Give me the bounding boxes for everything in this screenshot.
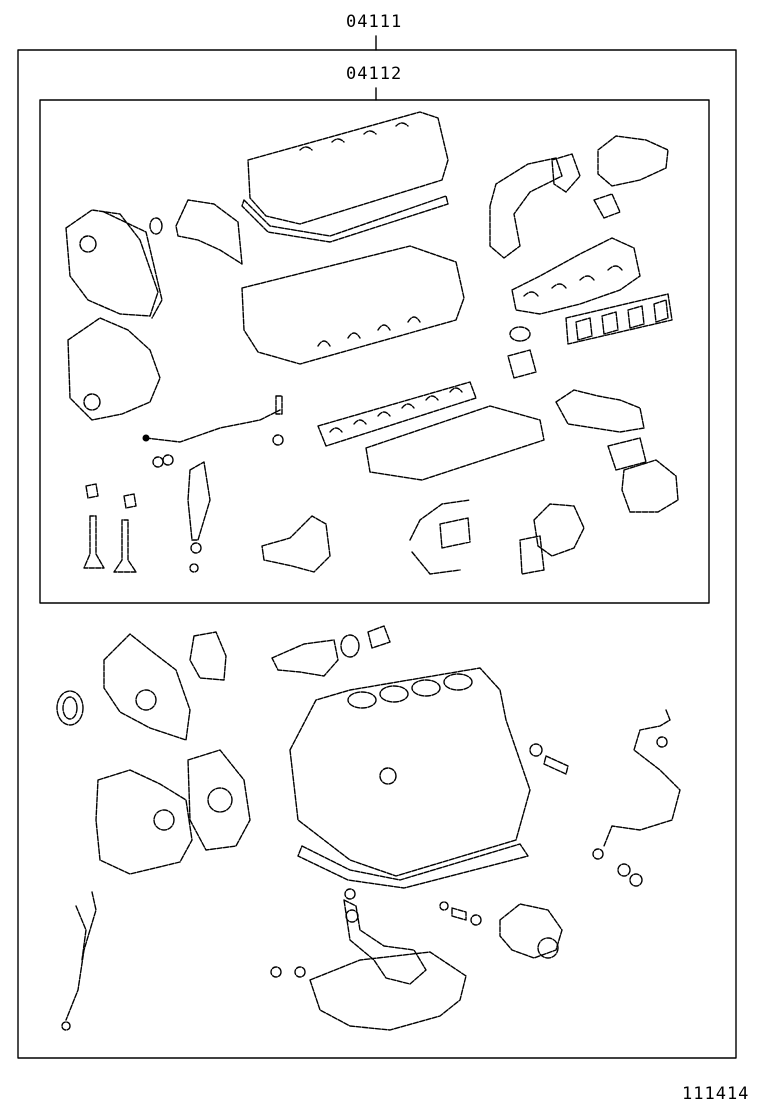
oil-seal-front bbox=[149, 217, 163, 235]
plug-and-gasket-set bbox=[529, 743, 569, 775]
cylinder-block bbox=[289, 667, 531, 877]
fuel-pipe-assembly bbox=[142, 395, 284, 468]
oil-level-gauge bbox=[61, 891, 97, 1031]
turbocharger-elbow bbox=[593, 135, 669, 219]
intake-valve bbox=[113, 493, 137, 573]
outer-kit-part-number: 04111 bbox=[346, 12, 403, 32]
oil-cooler-pipe bbox=[409, 499, 471, 575]
timing-belt-cover-upper bbox=[65, 209, 163, 319]
water-inlet-housing bbox=[261, 515, 331, 573]
rear-oil-seal-retainer-gasket bbox=[187, 749, 251, 851]
oil-pan-gasket bbox=[297, 843, 529, 889]
inner-kit-frame bbox=[39, 99, 710, 604]
water-pump-gasket bbox=[189, 631, 227, 681]
fuel-injector bbox=[187, 461, 211, 573]
oil-pump-assembly bbox=[439, 901, 563, 959]
outer-kit-frame bbox=[17, 49, 737, 1059]
water-bypass-pipe bbox=[271, 625, 391, 677]
cylinder-head-gasket bbox=[365, 405, 545, 481]
figure-reference-number: 111414 bbox=[682, 1084, 750, 1104]
cylinder-head-cover bbox=[241, 111, 449, 243]
water-outlet-housing bbox=[175, 199, 243, 265]
oil-pressure-pipe bbox=[592, 709, 681, 887]
exhaust-manifold bbox=[511, 237, 641, 315]
egr-valve-gasket bbox=[507, 326, 537, 379]
exhaust-valve bbox=[83, 483, 105, 569]
inner-kit-part-number: 04112 bbox=[346, 64, 403, 84]
oil-strainer bbox=[343, 888, 427, 985]
drain-plug bbox=[270, 966, 306, 978]
exhaust-manifold-gasket bbox=[565, 293, 673, 345]
timing-belt-cover-lower bbox=[67, 317, 161, 421]
vacuum-pump bbox=[519, 503, 585, 575]
intake-pipe bbox=[489, 153, 581, 259]
cylinder-head bbox=[241, 245, 465, 365]
oil-pan bbox=[309, 951, 467, 1031]
oil-filter-bracket bbox=[621, 459, 679, 513]
egr-pipe bbox=[555, 389, 647, 471]
crankshaft-oil-seal bbox=[56, 690, 84, 726]
timing-cover-gasket bbox=[103, 633, 191, 741]
rear-plate bbox=[95, 769, 193, 875]
intake-manifold-gasket bbox=[317, 381, 477, 447]
